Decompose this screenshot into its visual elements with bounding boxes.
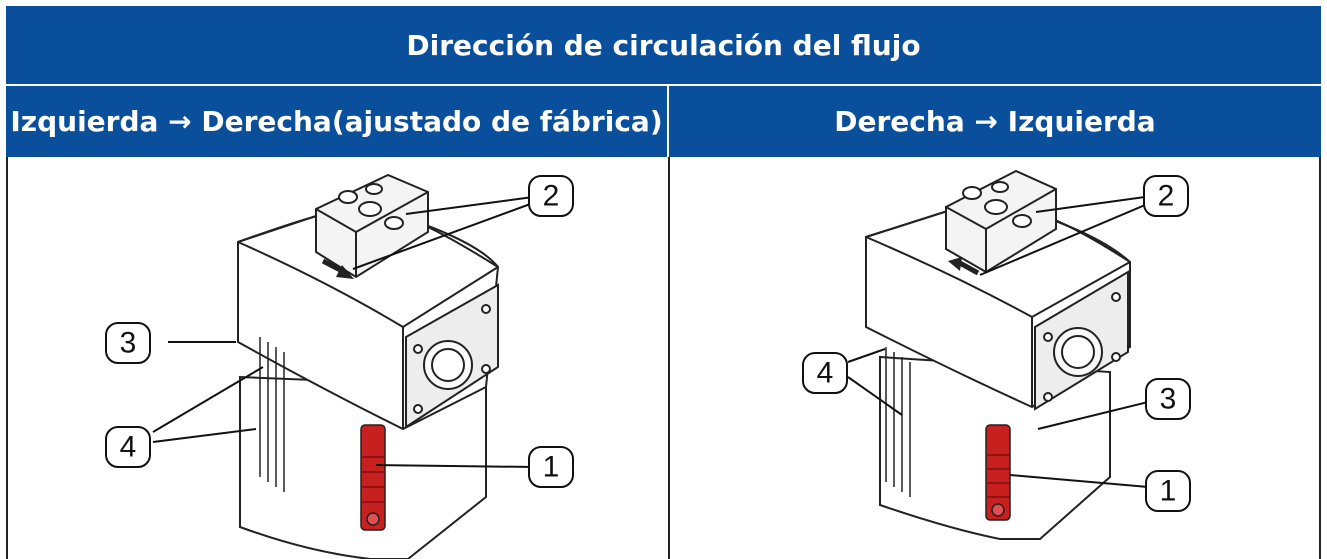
callout-1: 1 [1145,470,1191,512]
left-device-figure: 2 3 4 1 [105,173,574,559]
table-column-divider [668,157,670,559]
callout-3: 3 [105,322,151,364]
left-column-header: Izquierda → Derecha (ajustado de fábrica… [6,86,669,157]
table-title: Dirección de circulación del flujo [6,6,1321,86]
leader-lines [152,196,534,468]
actuator-body [237,173,500,559]
table-right-border [1319,157,1321,559]
flow-arrow-right-to-left [948,257,980,276]
leader-lines [847,196,1149,488]
svg-text:4: 4 [120,431,137,464]
callout-4: 4 [105,426,151,468]
callout-4: 4 [802,352,848,394]
flow-arrow-left-to-right [321,258,354,279]
callout-3: 3 [1145,378,1191,420]
left-header-line1: Izquierda → Derecha [10,104,332,138]
table-left-border [6,157,8,559]
red-position-indicator [360,424,386,531]
right-device-figure: 2 4 3 1 [802,169,1191,540]
red-position-indicator [985,424,1011,521]
left-header-line2: (ajustado de fábrica) [331,104,663,138]
svg-text:3: 3 [120,327,137,360]
svg-text:4: 4 [817,357,834,390]
svg-text:2: 2 [1158,180,1175,213]
svg-text:2: 2 [543,180,560,213]
svg-text:3: 3 [1160,383,1177,416]
callout-2: 2 [1143,175,1189,217]
actuator-body [865,169,1131,540]
right-column-header: Derecha → Izquierda [669,86,1321,157]
svg-text:1: 1 [543,451,560,484]
svg-text:1: 1 [1160,475,1177,508]
callout-2: 2 [528,175,574,217]
callout-1: 1 [528,446,574,488]
